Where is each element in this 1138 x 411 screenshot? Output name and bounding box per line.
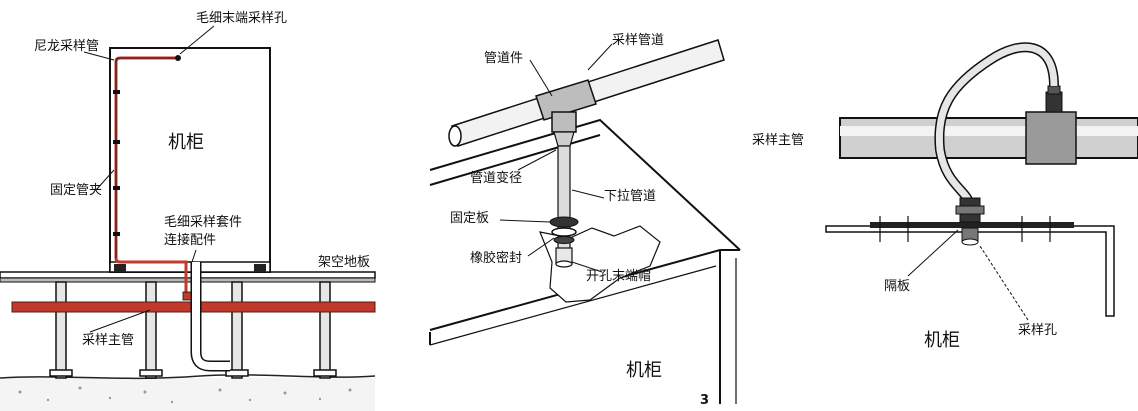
main-pipe-3 bbox=[839, 85, 1138, 165]
label-cabinet-3: 机柜 bbox=[924, 330, 960, 351]
capillary-kit-fitting bbox=[182, 262, 230, 372]
label-main-pipe-1: 采样主管 bbox=[82, 333, 134, 348]
label-nylon-tube: 尼龙采样管 bbox=[34, 39, 99, 54]
label-capillary-hole: 毛细末端采样孔 bbox=[196, 11, 287, 26]
page-mark: 3 bbox=[700, 393, 709, 408]
label-fitting-line1: 毛细采样套件 bbox=[164, 214, 242, 230]
pipe-clamps bbox=[113, 55, 181, 236]
label-sampling-hole: 采样孔 bbox=[1018, 323, 1057, 338]
panel-3-main-pipe: 采样主管 隔板 机柜 采样孔 bbox=[752, 42, 1138, 351]
panel-3-leaders bbox=[907, 229, 1029, 321]
label-pipe-fitting: 管道件 bbox=[484, 51, 523, 66]
label-cabinet-2: 机柜 bbox=[626, 360, 662, 381]
label-fitting-line2: 连接配件 bbox=[164, 232, 216, 248]
label-raised-floor: 架空地板 bbox=[318, 255, 370, 270]
cabinet-1 bbox=[109, 47, 271, 273]
label-sampling-pipe-2: 采样管道 bbox=[612, 33, 664, 48]
label-drop-pipe: 下拉管道 bbox=[604, 189, 656, 204]
panel-1-floor-sampling: 尼龙采样管 毛细末端采样孔 机柜 固定管夹 毛细采样套件 连接配件 架空地板 采… bbox=[0, 11, 376, 411]
panel-2-drop-pipe: 采样管道 管道件 管道变径 下拉管道 固定板 橡胶密封 开孔末端帽 机柜 3 bbox=[429, 33, 741, 408]
plate-connector bbox=[955, 197, 985, 246]
label-partition: 隔板 bbox=[884, 279, 910, 294]
cabinet-2 bbox=[429, 118, 741, 404]
label-reducer: 管道变径 bbox=[470, 170, 522, 186]
label-rubber-seal: 橡胶密封 bbox=[470, 250, 522, 266]
partition-plate bbox=[825, 216, 1115, 317]
label-pipe-clamp: 固定管夹 bbox=[50, 183, 102, 198]
label-cabinet-1: 机柜 bbox=[168, 132, 204, 153]
label-main-pipe-3: 采样主管 bbox=[752, 133, 804, 148]
panel-1-leaders bbox=[83, 25, 215, 333]
label-fixing-plate: 固定板 bbox=[450, 211, 489, 226]
panel-2-leaders bbox=[499, 43, 613, 273]
label-end-cap: 开孔末端帽 bbox=[586, 268, 651, 284]
drop-pipe bbox=[549, 131, 579, 268]
ground bbox=[0, 374, 376, 411]
